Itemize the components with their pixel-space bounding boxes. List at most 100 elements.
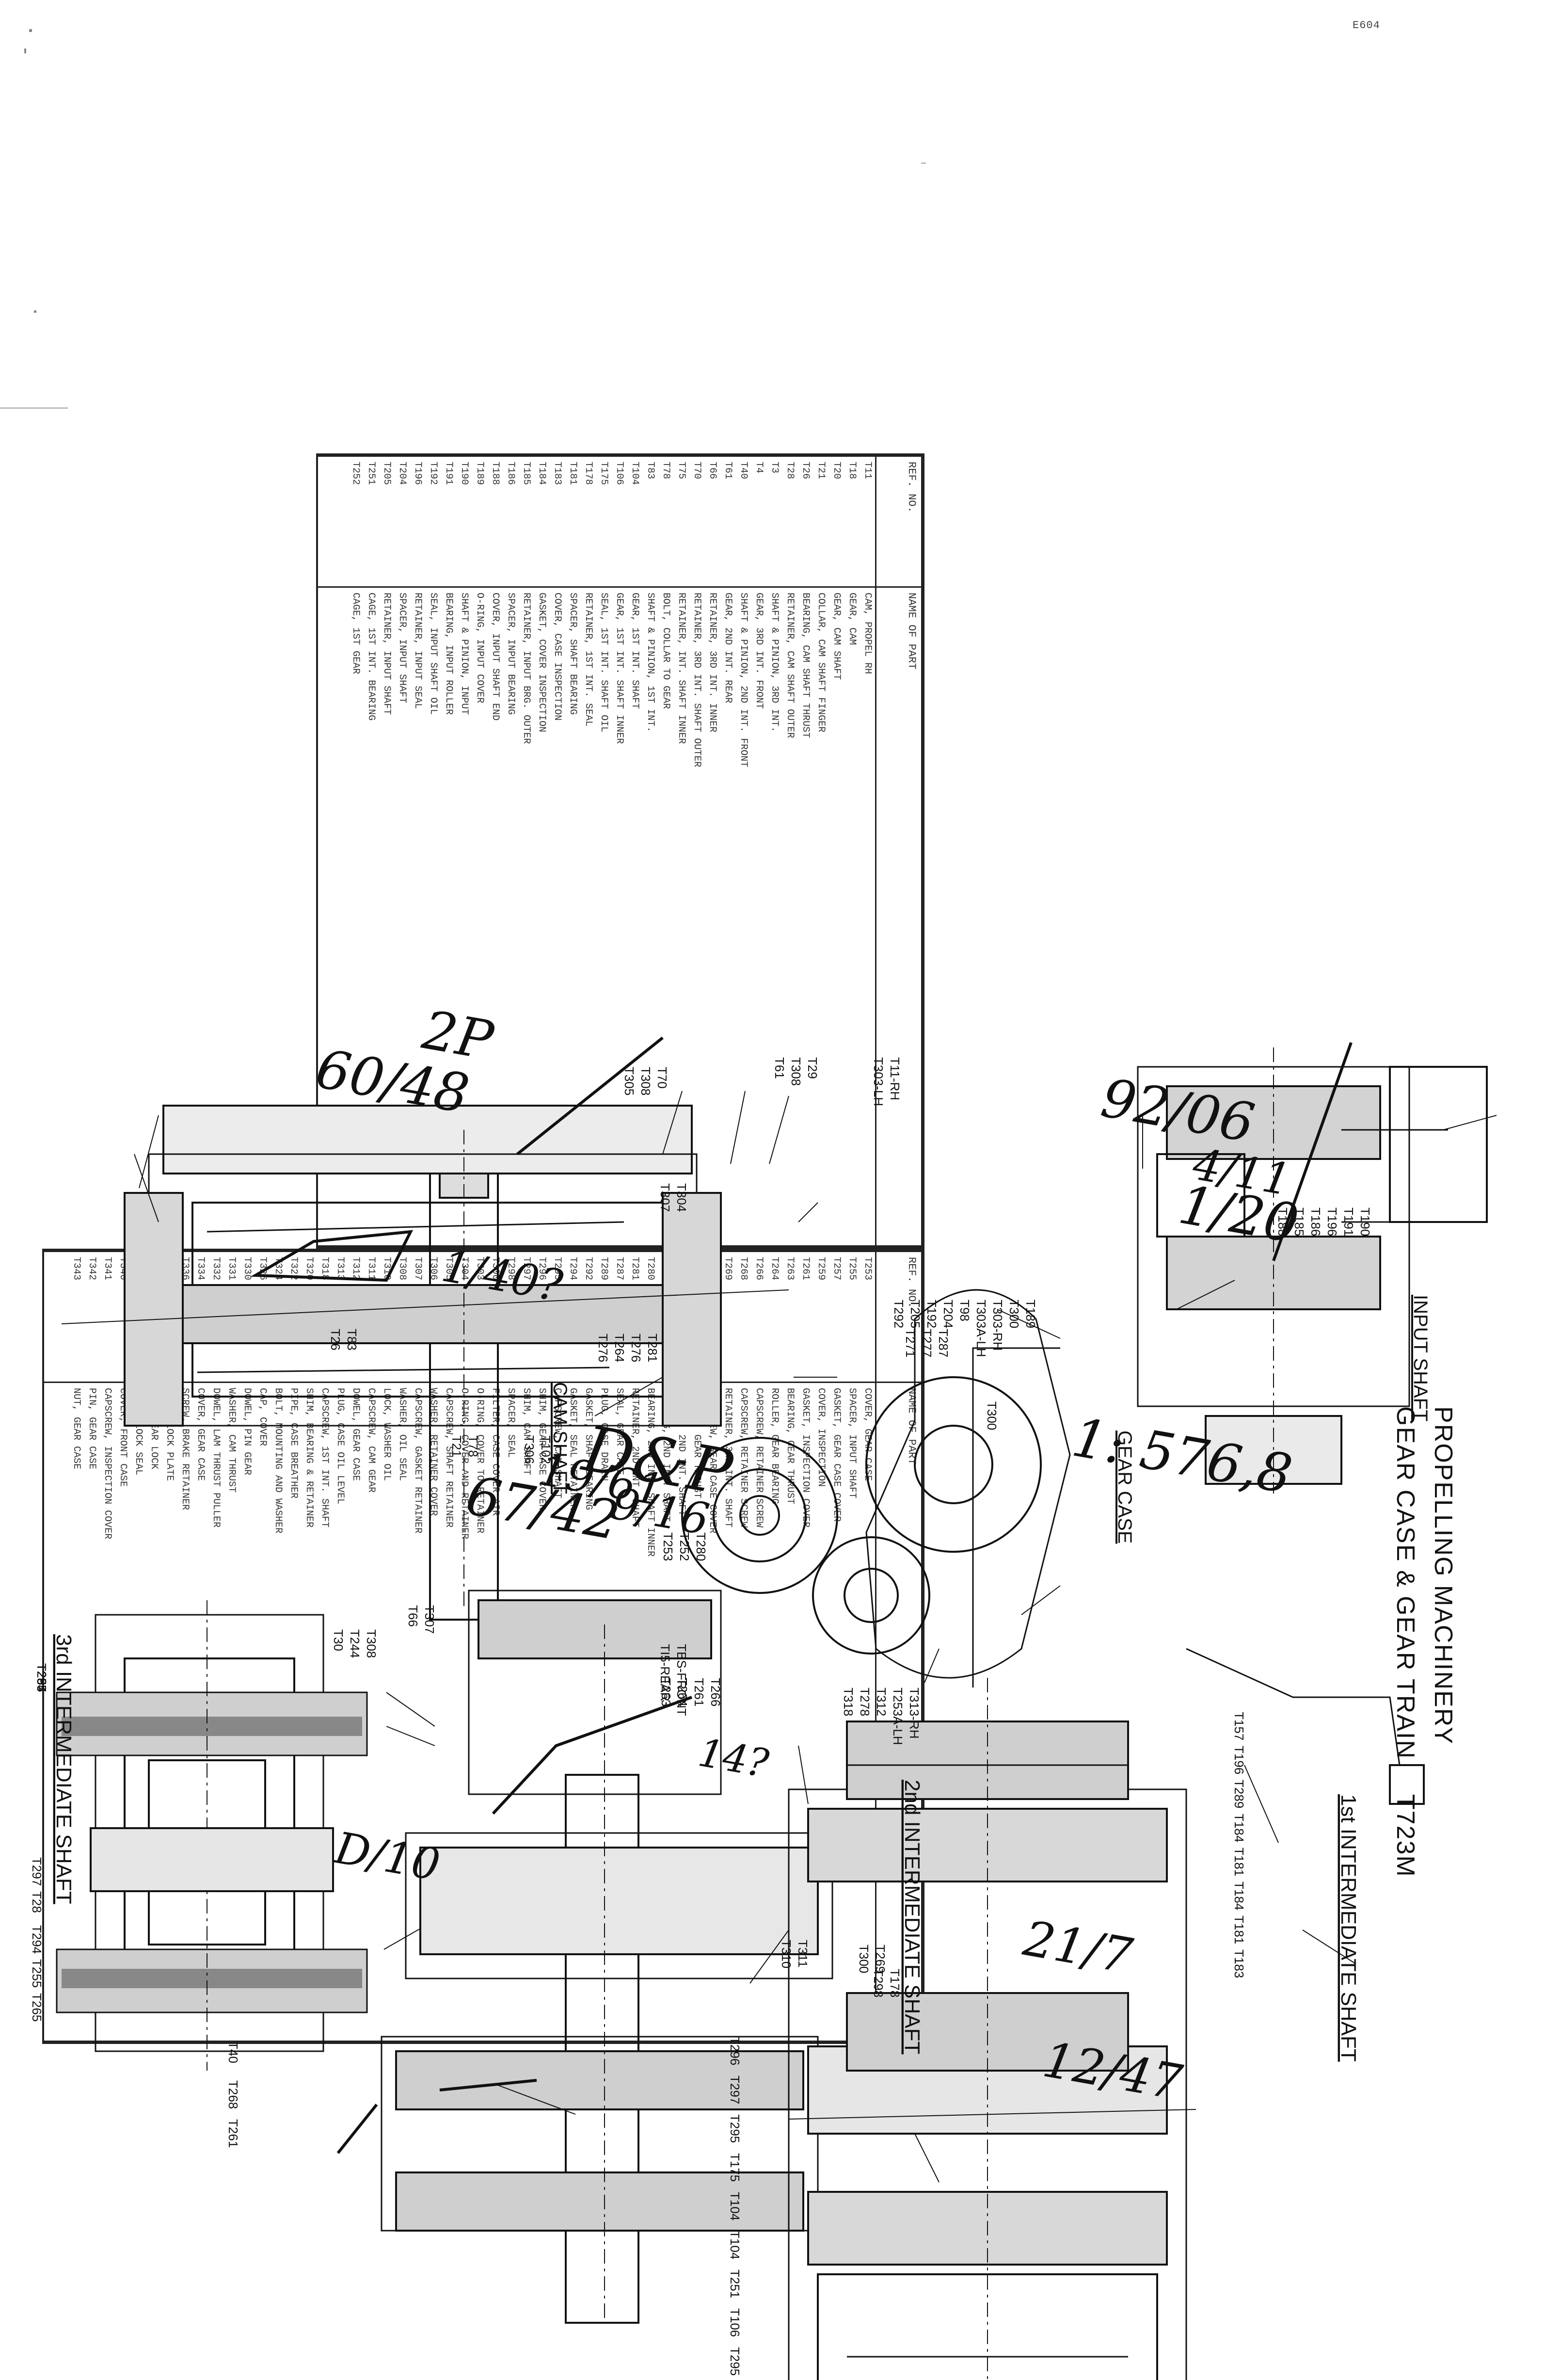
- callout-label: T28: [34, 1663, 49, 1685]
- callout-label: T191: [1341, 1207, 1356, 1236]
- callout-label: T102: [539, 1435, 553, 1464]
- callout-label: T303A-LH: [974, 1300, 988, 1357]
- callout-label: T26: [328, 1329, 343, 1351]
- callout-label: T157: [1232, 1712, 1246, 1740]
- callout-label: T181: [1232, 1848, 1246, 1876]
- callout-label: T61: [772, 1057, 787, 1079]
- callout-label: T307: [658, 1183, 672, 1212]
- callout-label: T175: [728, 2153, 742, 2182]
- callout-label: T297: [34, 1663, 49, 1692]
- callout-label: T196: [1325, 1207, 1339, 1236]
- callout-label: T268: [226, 2080, 240, 2109]
- handwritten-note: 92/06: [1097, 1067, 1258, 1155]
- callout-label: T11-RH: [888, 1057, 902, 1100]
- callout-label: T307: [422, 1605, 437, 1634]
- first-intermediate-shaft-view: [788, 1678, 1196, 2380]
- callout-label: T308: [789, 1057, 803, 1086]
- callout-label: T264: [675, 1678, 690, 1706]
- gear-case-view: [681, 1289, 1071, 1688]
- callout-label: T312: [874, 1688, 889, 1716]
- callout-label: T308: [364, 1629, 379, 1658]
- callout-label: T28: [30, 1891, 44, 1913]
- callout-label: T265: [34, 1663, 49, 1692]
- callout-label: T261: [692, 1678, 706, 1706]
- handwritten-note: 2P: [418, 998, 499, 1072]
- view-caption-third-int: 3rd INTERMEDIATE SHAFT: [52, 1634, 76, 1904]
- callout-label: T66: [406, 1605, 420, 1627]
- view-caption-second-int: 2nd INTERMEDIATE SHAFT: [900, 1780, 924, 2054]
- callout-label: T104: [728, 2231, 742, 2259]
- callout-label: T186: [1308, 1207, 1323, 1236]
- callout-label: T83: [345, 1329, 359, 1351]
- view-caption-cam-shaft: CAM SHAFT: [549, 1382, 571, 1494]
- handwritten-marks: [250, 1036, 1353, 2154]
- callout-label: T205: [908, 1300, 923, 1328]
- callout-label: T263: [659, 1678, 673, 1706]
- callout-label: T310: [779, 1940, 794, 1968]
- callout-label: T181: [1232, 1915, 1246, 1944]
- callout-label: T311: [796, 1940, 810, 1967]
- view-caption-gear-case: GEAR CASE: [1114, 1431, 1135, 1544]
- callout-label: T251: [728, 2269, 742, 2298]
- callout-label: T295: [728, 2114, 742, 2143]
- callout-label: T294: [30, 1925, 44, 1954]
- callout-label: T204: [941, 1300, 956, 1328]
- scan-speck: [921, 162, 926, 164]
- callout-label: T70: [655, 1067, 669, 1089]
- scan-speck: [29, 29, 32, 32]
- callout-label: T295: [728, 2347, 742, 2376]
- callout-label: T304: [674, 1183, 689, 1212]
- callout-label: T21: [449, 1435, 464, 1457]
- second-intermediate-shaft-view: [381, 1590, 833, 2324]
- callout-label: T313-RH: [907, 1688, 922, 1738]
- callout-label: T292: [892, 1300, 906, 1328]
- callout-label: T104: [728, 2192, 742, 2220]
- callout-label: T253A-LH: [891, 1688, 905, 1745]
- callout-label: T269: [873, 1945, 888, 1973]
- callout-label: T264: [612, 1334, 627, 1362]
- input-shaft-view: [1137, 1047, 1488, 1805]
- sheet-code: E604: [1353, 19, 1380, 32]
- callout-label: T280: [694, 1532, 708, 1561]
- callout-label: T98: [957, 1300, 972, 1321]
- scan-line: [0, 407, 68, 409]
- callout-label: T298: [871, 1969, 886, 1997]
- callout-label: T188: [1275, 1207, 1290, 1236]
- callout-label: TBS-FRONT: [674, 1644, 689, 1716]
- callout-label: T300: [1007, 1300, 1021, 1328]
- callout-label: T184: [1232, 1814, 1246, 1842]
- callout-label: T253: [661, 1532, 675, 1561]
- callout-label: T192: [924, 1300, 939, 1328]
- callout-label: T178: [888, 1969, 902, 1997]
- callout-label: T297: [728, 2075, 742, 2104]
- callout-label: T190: [1358, 1207, 1372, 1236]
- callout-label: T183: [1232, 1949, 1246, 1978]
- callout-label: T303-LH: [871, 1057, 886, 1106]
- callout-label: T266: [708, 1678, 723, 1706]
- callout-label: T106: [728, 2308, 742, 2337]
- callout-label: T276: [629, 1334, 643, 1362]
- callout-label: T305: [622, 1067, 637, 1095]
- handwritten-note: 21/7: [1019, 1910, 1137, 1984]
- callout-label: T40: [226, 2042, 240, 2063]
- callout-labels: 3rd INTERMEDIATE SHAFT CAM SHAFT 2nd INTER…: [30, 998, 1431, 2376]
- callout-label: T297: [30, 1857, 44, 1886]
- callout-label: T294: [34, 1663, 49, 1692]
- callout-label: T30: [331, 1629, 346, 1651]
- callout-label: T287: [936, 1329, 951, 1357]
- cam-shaft-view: [61, 1105, 789, 1621]
- callout-label: T244: [348, 1629, 362, 1658]
- callout-label: T255: [30, 1959, 44, 1988]
- callout-label: T306: [522, 1435, 537, 1464]
- callout-label: T271: [903, 1329, 918, 1357]
- callout-label: T196: [1232, 1746, 1246, 1774]
- callout-label: T300: [985, 1401, 999, 1430]
- callout-label: T276: [596, 1334, 610, 1362]
- callout-label: T300: [857, 1945, 871, 1973]
- callout-label: T189: [1023, 1300, 1038, 1328]
- callout-label: T255: [34, 1663, 49, 1692]
- third-intermediate-shaft-view: [56, 1600, 435, 2071]
